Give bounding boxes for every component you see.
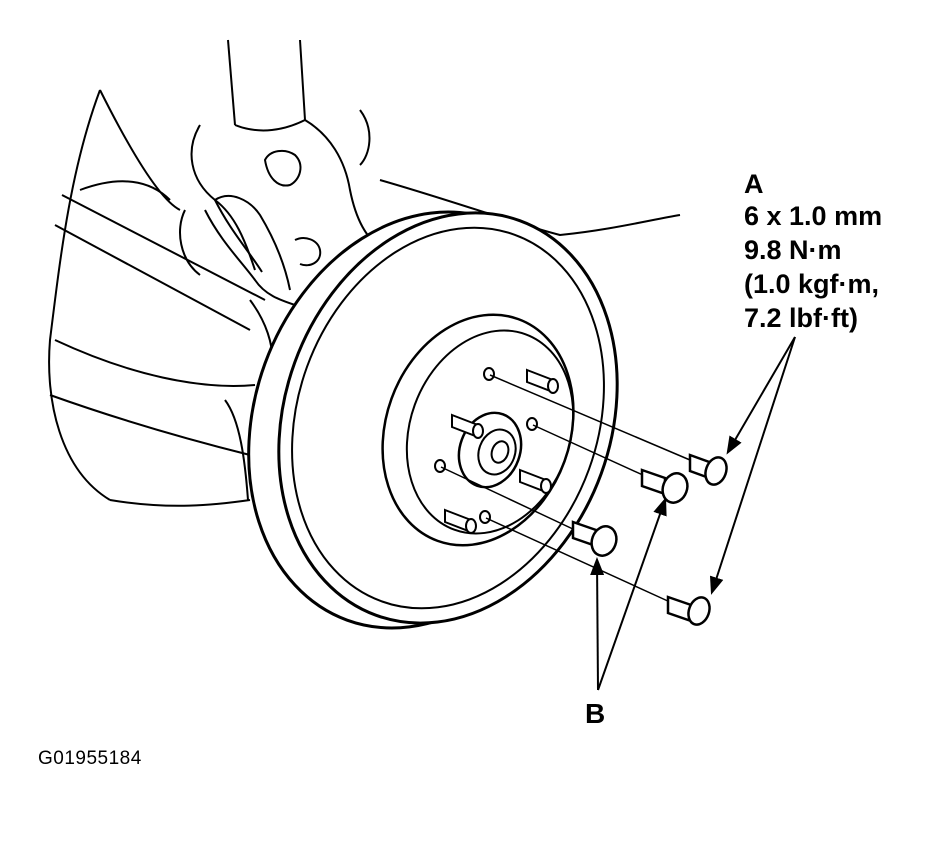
figure-id: G01955184 <box>38 748 142 769</box>
alignment-lines <box>440 374 691 603</box>
callout-b-leaders <box>590 497 667 691</box>
callout-b-letter: B <box>585 698 606 729</box>
callout-a-leaders <box>709 336 796 595</box>
callout-a-bolt-size: 6 x 1.0 mm <box>744 201 883 231</box>
callout-a-torque-lbf: 7.2 lbf·ft) <box>744 303 858 333</box>
callout-a-torque-kgf: (1.0 kgf·m, <box>744 269 880 299</box>
bolt-b-upper <box>640 468 689 504</box>
callout-a-torque: 9.8 N·m <box>744 235 842 265</box>
brake-rotor <box>247 210 619 630</box>
bolt-b-lower <box>571 520 618 557</box>
wheel-studs <box>434 367 559 534</box>
bolt-a-lower <box>666 595 711 626</box>
bolt-a-upper <box>688 453 728 486</box>
callout-a-letter: A <box>744 169 764 199</box>
